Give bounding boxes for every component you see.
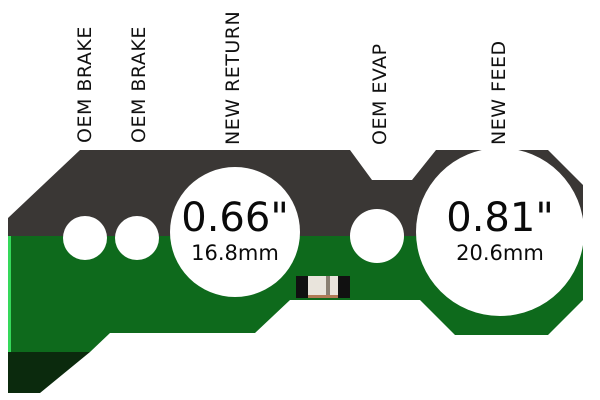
bottom-edge-shadow (8, 352, 200, 393)
feed-hole-size: 0.81" 20.6mm (420, 196, 580, 266)
feed-size-mm: 20.6mm (456, 241, 544, 265)
return-hole-size: 0.66" 16.8mm (170, 196, 300, 266)
return-size-mm: 16.8mm (191, 241, 279, 265)
hose-clip (296, 276, 350, 298)
top-plate (8, 150, 583, 237)
return-size-inches: 0.66" (181, 195, 289, 241)
label-oem-brake-2: OEM BRAKE (128, 26, 150, 143)
label-new-feed: NEW FEED (488, 40, 510, 145)
label-new-return: NEW RETURN (222, 10, 244, 145)
feed-size-inches: 0.81" (446, 195, 554, 241)
label-oem-evap: OEM EVAP (369, 43, 391, 145)
label-oem-brake-1: OEM BRAKE (74, 26, 96, 143)
